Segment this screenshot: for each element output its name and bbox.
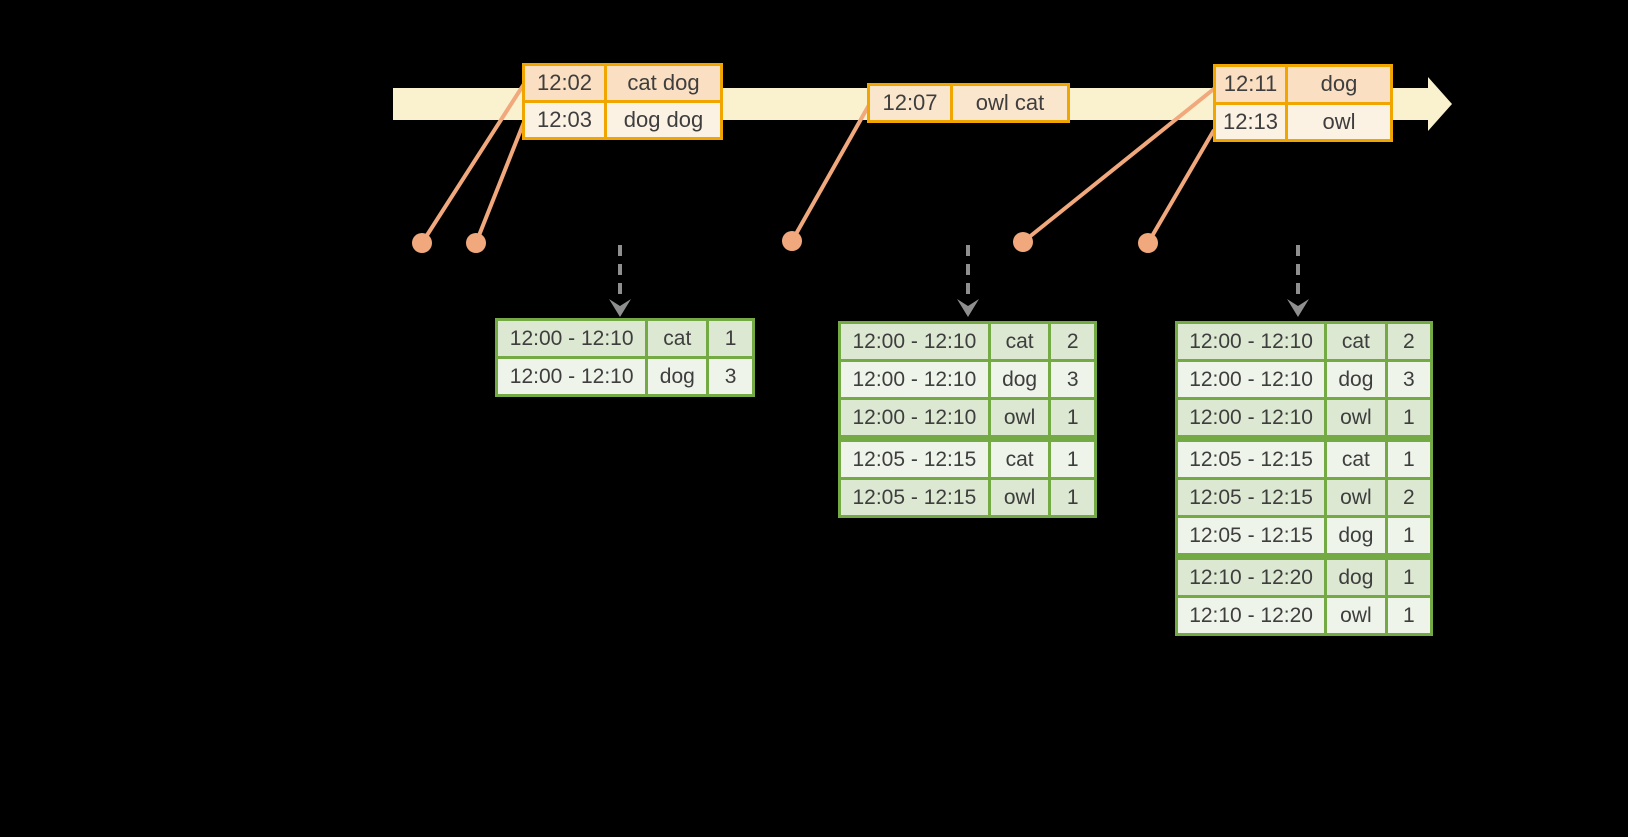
connector-line	[1021, 86, 1217, 244]
window-cell: 12:00 - 12:10	[1178, 324, 1325, 359]
word-cell: cat	[1324, 442, 1385, 477]
word-cell: owl	[1324, 400, 1385, 435]
event-dot	[412, 233, 432, 253]
event-box: 12:11 dog 12:13 owl	[1213, 64, 1393, 142]
event-time-cell: 12:11	[1216, 67, 1288, 102]
word-cell: owl	[1324, 480, 1385, 515]
count-cell: 3	[1384, 362, 1430, 397]
word-cell: owl	[1324, 598, 1385, 633]
window-cell: 12:00 - 12:10	[498, 359, 646, 394]
count-cell: 1	[1384, 560, 1430, 595]
event-dots	[412, 231, 1158, 253]
window-cell: 12:00 - 12:10	[498, 321, 646, 356]
word-cell: dog	[1324, 362, 1385, 397]
connector-lines	[420, 82, 1217, 245]
window-cell: 12:00 - 12:10	[841, 324, 988, 359]
connector-line	[474, 121, 526, 244]
connector-line	[420, 82, 526, 245]
word-cell: cat	[645, 321, 707, 356]
down-arrowhead-icon	[957, 299, 979, 317]
count-cell: 1	[1048, 442, 1094, 477]
event-dot	[782, 231, 802, 251]
event-words-cell: dog dog	[623, 107, 704, 132]
window-cell: 12:00 - 12:10	[841, 400, 988, 435]
word-cell: dog	[987, 362, 1049, 397]
window-cell: 12:05 - 12:15	[1178, 442, 1325, 477]
event-words-cell: owl	[1322, 108, 1356, 134]
count-cell: 2	[1384, 324, 1430, 359]
event-dot	[466, 233, 486, 253]
event-time-cell: 12:02	[525, 66, 607, 100]
event-words-cell: owl cat	[975, 90, 1045, 115]
timeline-arrowhead-icon	[1428, 77, 1452, 131]
count-cell: 1	[1384, 518, 1430, 553]
down-arrowhead-icon	[609, 299, 631, 317]
window-cell: 12:05 - 12:15	[841, 480, 988, 515]
window-cell: 12:10 - 12:20	[1178, 598, 1325, 633]
word-cell: owl	[987, 400, 1049, 435]
word-cell: cat	[987, 442, 1049, 477]
count-cell: 1	[1384, 598, 1430, 633]
event-row: 12:07 owl cat	[870, 86, 1067, 120]
event-box: 12:02 cat dog 12:03 dog dog	[522, 63, 723, 140]
event-time-cell: 12:07	[870, 86, 953, 120]
window-cell: 12:05 - 12:15	[841, 442, 988, 477]
window-cell: 12:00 - 12:10	[1178, 362, 1325, 397]
event-time-cell: 12:03	[525, 103, 607, 137]
event-dot	[1013, 232, 1033, 252]
count-cell: 3	[1048, 362, 1094, 397]
window-cell: 12:10 - 12:20	[1178, 560, 1325, 595]
event-box: 12:07 owl cat	[867, 83, 1070, 123]
event-words-cell: dog	[1320, 71, 1358, 97]
count-cell: 1	[1384, 400, 1430, 435]
count-cell: 1	[1048, 400, 1094, 435]
event-row: 12:02 cat dog	[525, 66, 720, 100]
event-time-cell: 12:13	[1216, 104, 1288, 139]
window-cell: 12:05 - 12:15	[1178, 480, 1325, 515]
count-cell: 1	[1384, 442, 1430, 477]
event-row: 12:13 owl	[1216, 101, 1390, 139]
connector-line	[1146, 128, 1216, 245]
count-cell: 2	[1048, 324, 1094, 359]
word-cell: dog	[645, 359, 707, 394]
event-words-cell: cat dog	[627, 70, 700, 95]
word-cell: dog	[1324, 560, 1385, 595]
count-cell: 3	[706, 359, 752, 394]
event-row: 12:11 dog	[1216, 67, 1390, 102]
count-cell: 1	[706, 321, 752, 356]
word-cell: owl	[987, 480, 1049, 515]
window-cell: 12:05 - 12:15	[1178, 518, 1325, 553]
word-cell: dog	[1324, 518, 1385, 553]
event-row: 12:03 dog dog	[525, 100, 720, 137]
window-cell: 12:00 - 12:10	[1178, 400, 1325, 435]
count-cell: 2	[1384, 480, 1430, 515]
window-cell: 12:00 - 12:10	[841, 362, 988, 397]
count-cell: 1	[1048, 480, 1094, 515]
word-cell: cat	[1324, 324, 1385, 359]
connector-line	[790, 104, 871, 242]
down-arrowhead-icon	[1287, 299, 1309, 317]
event-dot	[1138, 233, 1158, 253]
word-cell: cat	[987, 324, 1049, 359]
trigger-arrows	[609, 245, 1309, 317]
